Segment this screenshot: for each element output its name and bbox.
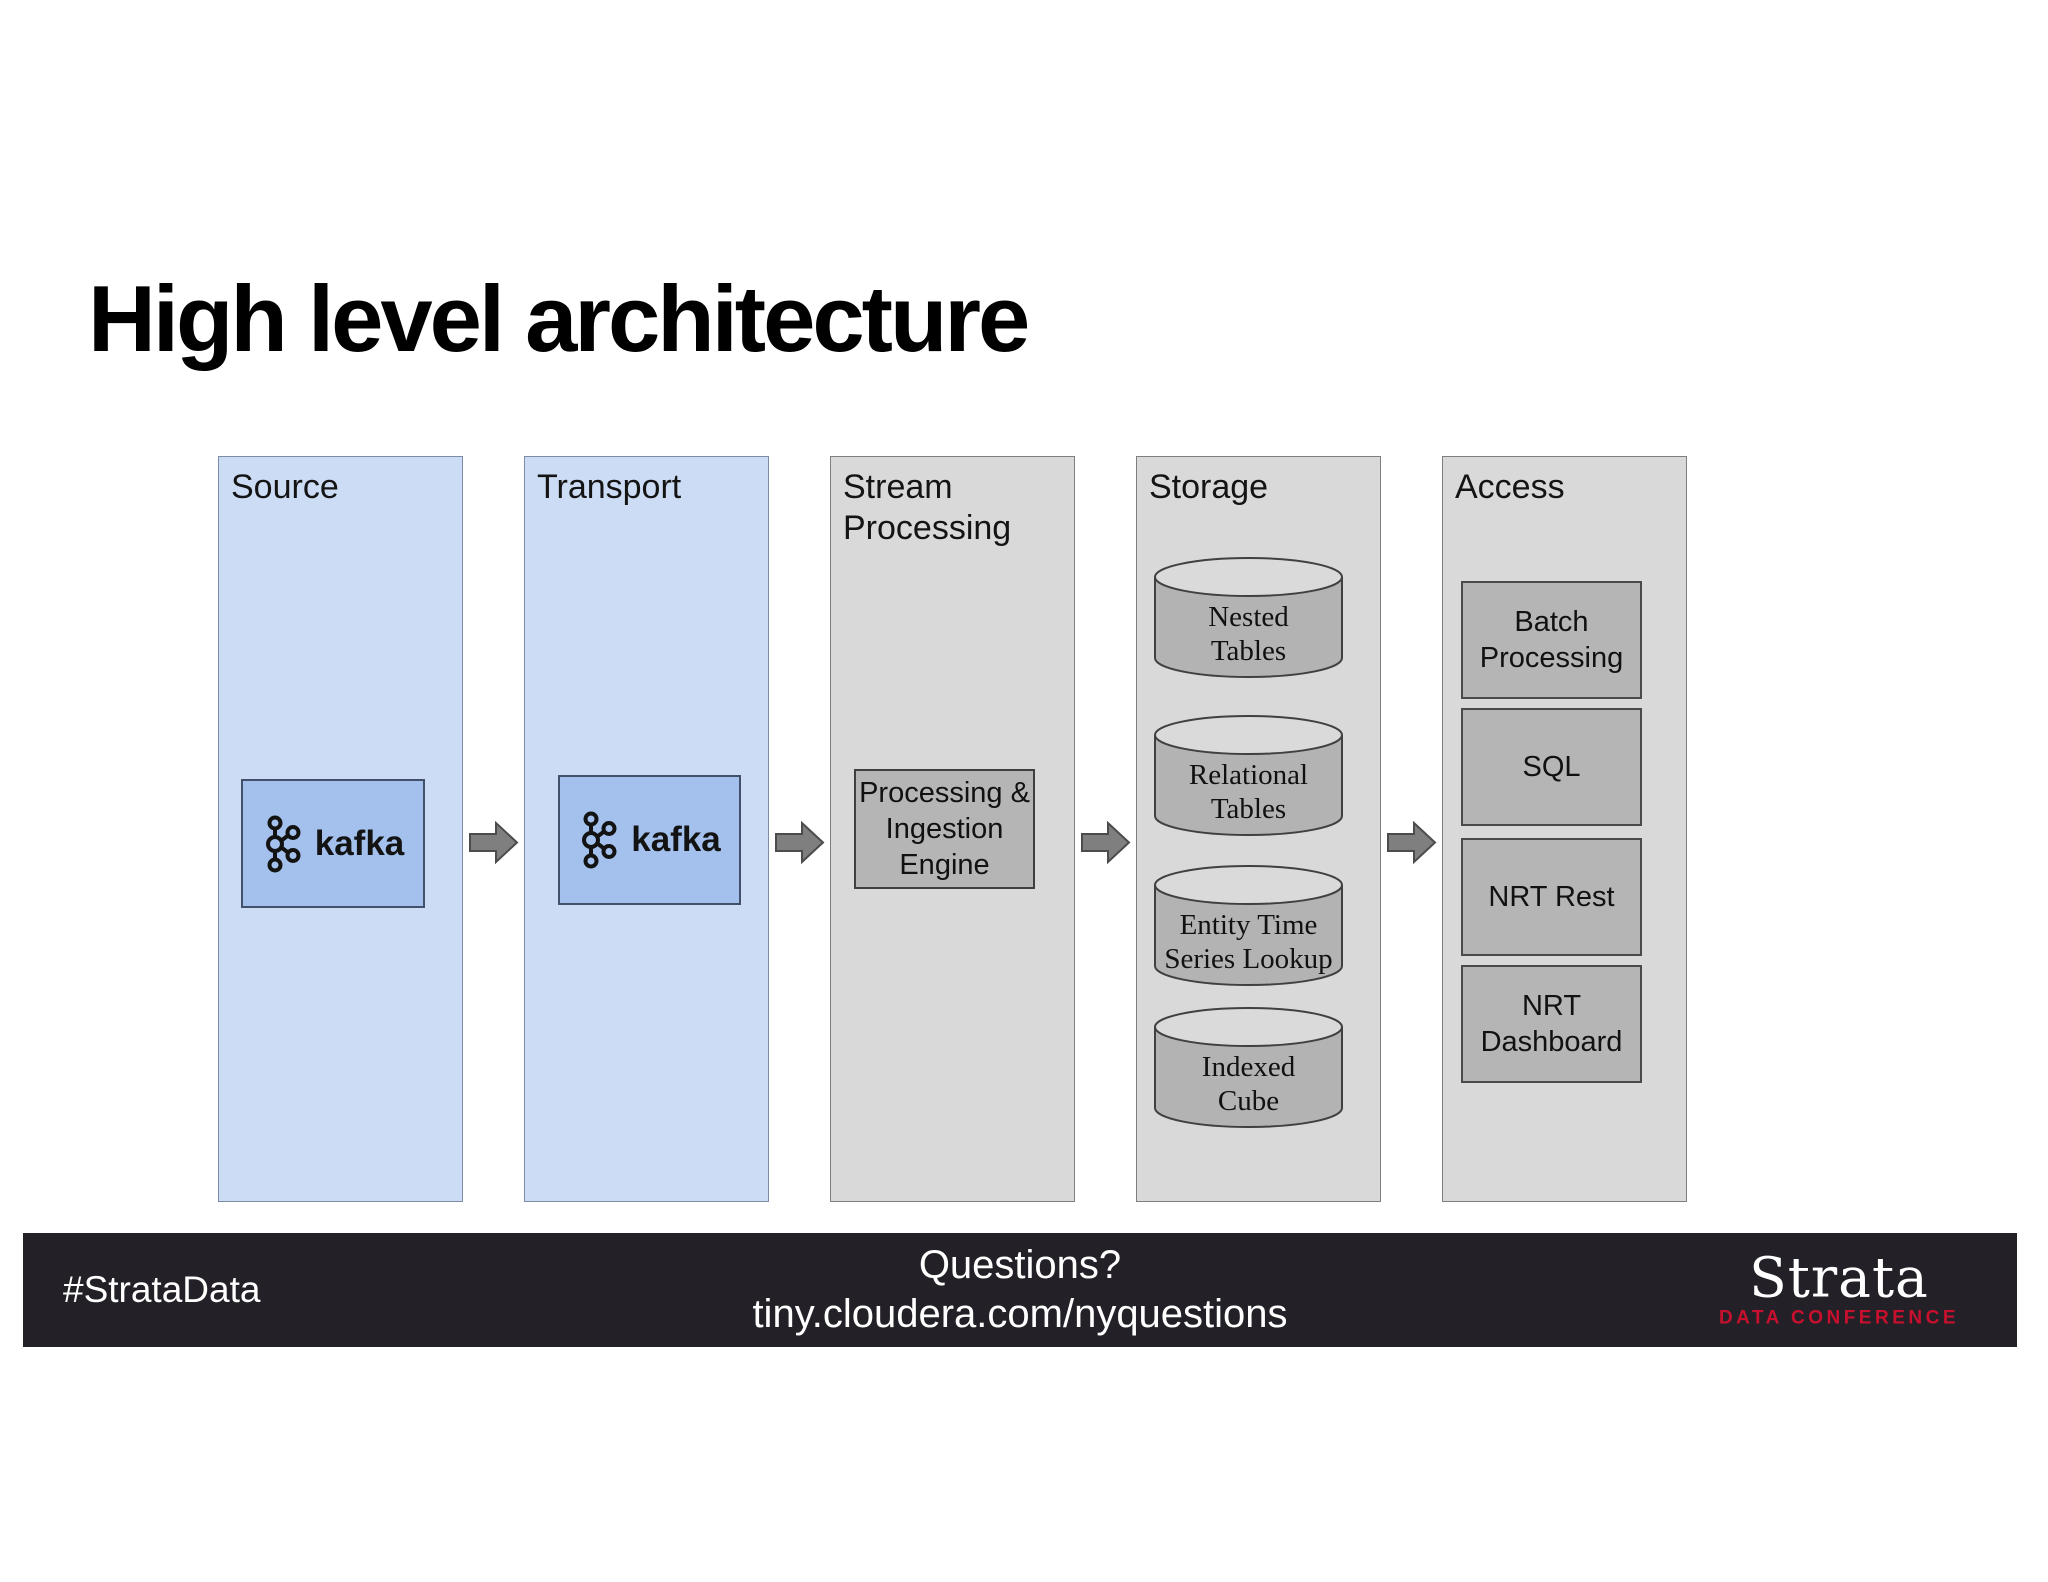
- database-cylinder-icon: [1154, 1007, 1343, 1128]
- column-stream-processing-label: Stream Processing: [843, 468, 1012, 548]
- cylinder-label-line1: Relational: [1188, 759, 1309, 791]
- arrow-right-icon: [775, 821, 825, 864]
- column-transport-label: Transport: [537, 468, 682, 506]
- column-access: Access Batch Processing SQL NRT Rest NRT…: [1442, 456, 1687, 1202]
- access-label-line1: Batch: [1514, 605, 1589, 638]
- kafka-wordmark: kafka: [631, 820, 721, 859]
- batch-processing-node: Batch Processing: [1461, 581, 1642, 699]
- cylinder-label-line1: Indexed: [1201, 1051, 1296, 1083]
- processing-ingestion-engine-node: Processing & Ingestion Engine: [854, 769, 1035, 889]
- event-hashtag: #StrataData: [63, 1269, 261, 1310]
- kafka-logo-icon: [265, 815, 301, 872]
- relational-tables-store: Relational Tables: [1153, 714, 1344, 837]
- column-source: Source kafka: [218, 456, 463, 1202]
- access-label-line1: NRT Dashboard: [1480, 989, 1623, 1058]
- cylinder-label-line1: Nested: [1208, 601, 1289, 633]
- kafka-logo-icon: [582, 811, 617, 869]
- entity-time-series-lookup-store: Entity Time Series Lookup: [1153, 864, 1344, 987]
- cylinder-label-line2: Tables: [1210, 635, 1287, 668]
- questions-block: Questions? tiny.cloudera.com/nyquestions: [752, 1241, 1287, 1339]
- nrt-dashboard-node: NRT Dashboard: [1461, 965, 1642, 1083]
- column-stream-processing: Stream Processing Processing & Ingestion…: [830, 456, 1075, 1202]
- sql-node: SQL: [1461, 708, 1642, 826]
- kafka-node-source: kafka: [241, 779, 425, 908]
- database-cylinder-icon: [1154, 865, 1343, 986]
- nested-tables-store: Nested Tables: [1153, 556, 1344, 679]
- column-storage: Storage Nested Tables Relational Tables: [1136, 456, 1381, 1202]
- column-storage-label: Storage: [1149, 468, 1269, 506]
- column-transport: Transport kafka: [524, 456, 769, 1202]
- strata-logo-title: Strata: [1749, 1245, 1929, 1310]
- database-cylinder-icon: [1154, 715, 1343, 836]
- questions-url: tiny.cloudera.com/nyquestions: [752, 1292, 1288, 1336]
- column-source-label: Source: [231, 468, 339, 506]
- kafka-node-transport: kafka: [558, 775, 741, 905]
- cylinder-label-line1: Entity Time: [1179, 909, 1318, 941]
- cylinder-label-line2: Tables: [1210, 793, 1287, 826]
- arrow-right-icon: [469, 821, 519, 864]
- indexed-cube-store: Indexed Cube: [1153, 1006, 1344, 1129]
- questions-heading: Questions?: [918, 1243, 1122, 1287]
- nrt-rest-node: NRT Rest: [1461, 838, 1642, 956]
- access-label-line1: NRT Rest: [1488, 880, 1615, 913]
- cylinder-label-line2: Cube: [1217, 1085, 1280, 1118]
- column-access-label: Access: [1455, 468, 1565, 506]
- arrow-right-icon: [1387, 821, 1437, 864]
- footer-bar: #StrataData Questions? tiny.cloudera.com…: [23, 1233, 2017, 1347]
- strata-logo-subtitle: DATA CONFERENCE: [1718, 1307, 1959, 1329]
- strata-logo: Strata DATA CONFERENCE: [1718, 1245, 1959, 1330]
- engine-label-line2: Ingestion Engine: [885, 812, 1004, 882]
- cylinder-label-line2: Series Lookup: [1164, 943, 1333, 976]
- access-label-line1: SQL: [1522, 750, 1581, 783]
- kafka-wordmark: kafka: [314, 823, 405, 863]
- page-title: High level architecture: [88, 266, 1030, 371]
- arrow-right-icon: [1081, 821, 1131, 864]
- access-label-line2: Processing: [1479, 642, 1624, 674]
- engine-label-line1: Processing &: [859, 776, 1030, 809]
- database-cylinder-icon: [1154, 557, 1343, 678]
